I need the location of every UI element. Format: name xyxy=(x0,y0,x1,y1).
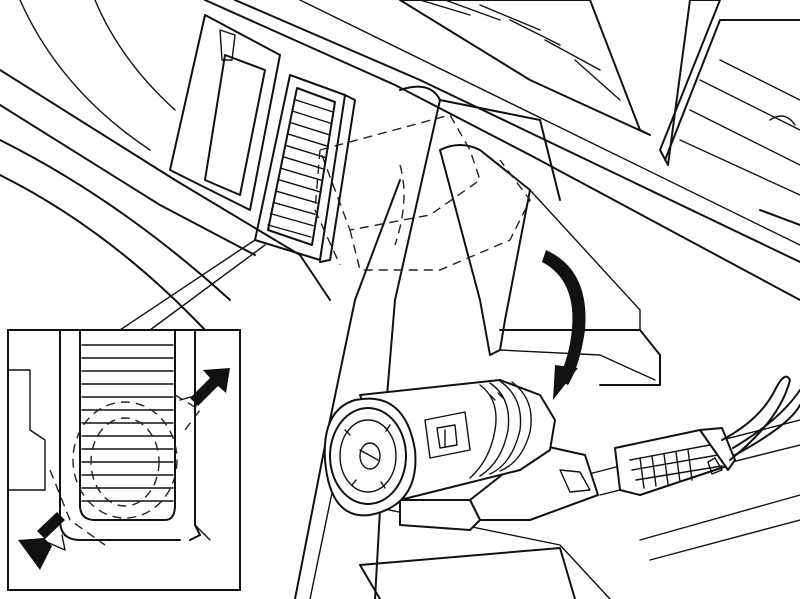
wire-harness xyxy=(721,375,800,461)
switch-opening xyxy=(439,144,661,386)
vent-slat xyxy=(287,133,328,147)
wire-connector xyxy=(614,427,736,496)
switch-original-position-outline xyxy=(314,114,531,271)
rotation-arrow-icon xyxy=(542,250,586,400)
vent-slat xyxy=(282,156,324,170)
air-vent xyxy=(254,74,346,261)
dashboard-recess xyxy=(169,14,356,263)
switch-assembly xyxy=(323,379,599,531)
vent-slat xyxy=(285,144,326,159)
vent-slat xyxy=(274,190,318,204)
vent-slat xyxy=(290,122,330,136)
vent-slat xyxy=(267,224,312,238)
vent-slat xyxy=(292,110,332,125)
vent-slat xyxy=(269,212,314,227)
vent-slat xyxy=(272,201,316,215)
inset-vent-slats xyxy=(81,344,174,502)
inset-leader-lines xyxy=(119,239,266,331)
vent-slats xyxy=(267,99,334,238)
vent-slat xyxy=(280,167,322,181)
pointer-arrow-icon xyxy=(190,368,230,406)
vent-slat xyxy=(295,99,334,113)
vent-slat xyxy=(277,178,320,193)
pointer-arrow-icon xyxy=(18,512,65,570)
